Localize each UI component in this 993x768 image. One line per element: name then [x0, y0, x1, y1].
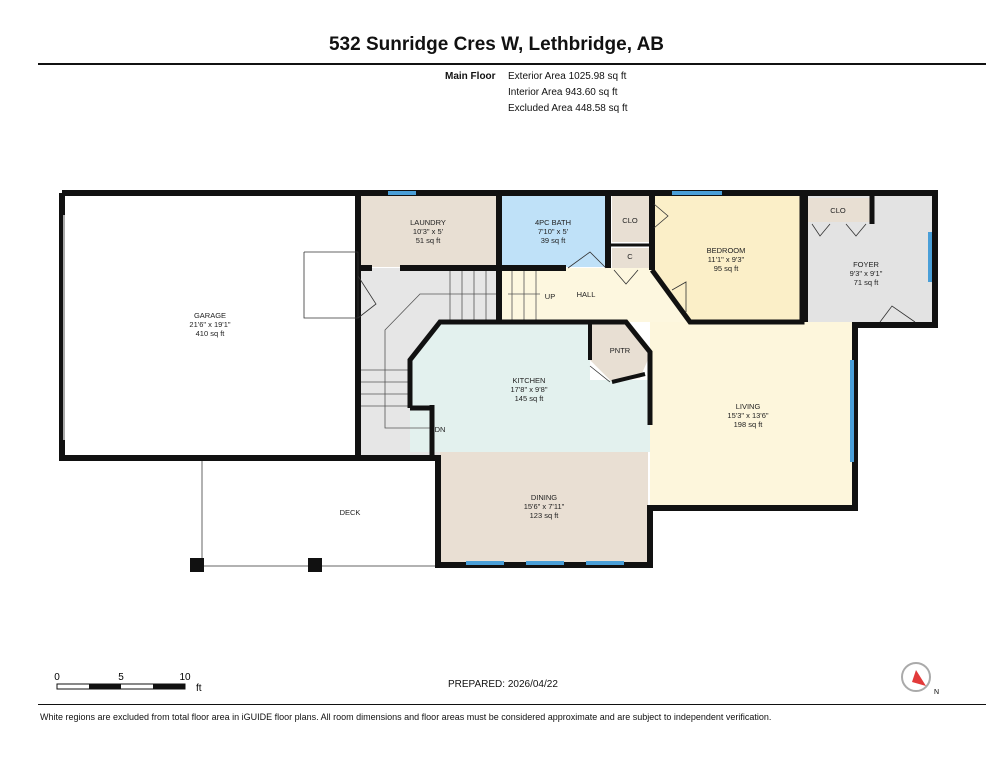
room-bath: 4PC BATH 7'10" x 5' 39 sq ft: [535, 218, 571, 245]
floor-name: Main Floor: [445, 71, 496, 82]
prepared-date: PREPARED: 2026/04/22: [448, 679, 558, 690]
garage-area-label: 410 sq ft: [196, 329, 226, 338]
exterior-area: Exterior Area 1025.98 sq ft: [508, 71, 627, 82]
foyer-name: FOYER: [853, 260, 879, 269]
bedroom-area-label: 95 sq ft: [714, 264, 740, 273]
room-laundry: LAUNDRY 10'3" x 5' 51 sq ft: [410, 218, 446, 245]
room-living: LIVING 15'3" x 13'6" 198 sq ft: [727, 402, 768, 429]
bedroom-dims: 11'1" x 9'3": [708, 255, 745, 264]
room-bedroom: BEDROOM 11'1" x 9'3" 95 sq ft: [707, 246, 746, 273]
foyer-closet-area: [808, 198, 874, 222]
hall-label: HALL: [577, 290, 596, 299]
disclaimer-text: White regions are excluded from total fl…: [40, 712, 772, 722]
walls: [59, 190, 938, 568]
hall-area: [500, 268, 690, 352]
laundry-dims: 10'3" x 5': [413, 227, 444, 236]
closet-area: [612, 196, 650, 242]
deck-label: DECK: [340, 508, 361, 517]
foyer-dims: 9'3" x 9'1": [850, 269, 883, 278]
foyer-area-label: 71 sq ft: [854, 278, 880, 287]
laundry-area: [360, 196, 498, 267]
c-closet-label: C: [627, 252, 633, 261]
bedroom-area: [654, 196, 802, 322]
scale-label-10: 10: [179, 672, 191, 683]
living-area-label: 198 sq ft: [734, 420, 764, 429]
closet-label: CLO: [622, 216, 638, 225]
dining-dims: 15'6" x 7'11": [524, 502, 565, 511]
stairs-down-label: DN: [435, 425, 446, 434]
dining-area: [440, 452, 648, 562]
compass-north-label: N: [934, 689, 939, 696]
stairs-up-label: UP: [545, 292, 555, 301]
bedroom-name: BEDROOM: [707, 246, 746, 255]
living-dims: 15'3" x 13'6": [727, 411, 768, 420]
stairs-lines: [360, 268, 540, 429]
scale-unit: ft: [196, 683, 202, 694]
bath-area-label: 39 sq ft: [541, 236, 567, 245]
compass-icon: N: [901, 662, 939, 696]
pantry-label: PNTR: [610, 346, 631, 355]
footer-divider: [38, 704, 986, 705]
windows: [63, 191, 932, 565]
bath-area: [502, 196, 606, 267]
laundry-area-label: 51 sq ft: [416, 236, 442, 245]
bath-dims: 7'10" x 5': [538, 227, 569, 236]
room-dining: DINING 15'6" x 7'11" 123 sq ft: [524, 493, 565, 520]
room-kitchen: KITCHEN 17'8" x 9'8" 145 sq ft: [511, 376, 548, 403]
laundry-name: LAUNDRY: [410, 218, 446, 227]
kitchen-dims: 17'8" x 9'8": [511, 385, 548, 394]
garage-dims: 21'6" x 19'1": [189, 320, 230, 329]
room-foyer: FOYER 9'3" x 9'1" 71 sq ft: [850, 260, 883, 287]
garage-area: [66, 196, 356, 456]
interior-area: Interior Area 943.60 sq ft: [508, 87, 618, 98]
scale-label-0: 0: [54, 672, 60, 683]
page-title: 532 Sunridge Cres W, Lethbridge, AB: [328, 34, 665, 55]
garage-name: GARAGE: [194, 311, 226, 320]
living-name: LIVING: [736, 402, 761, 411]
foyer-closet-label: CLO: [830, 206, 846, 215]
kitchen-name: KITCHEN: [513, 376, 546, 385]
door-swings: [303, 203, 916, 383]
title-divider: [38, 63, 986, 65]
room-garage: GARAGE 21'6" x 19'1" 410 sq ft: [189, 311, 230, 338]
dining-area-label: 123 sq ft: [530, 511, 560, 520]
living-area: [650, 322, 852, 505]
scale-label-5: 5: [118, 672, 124, 683]
excluded-area: Excluded Area 448.58 sq ft: [508, 103, 628, 114]
kitchen-area-label: 145 sq ft: [515, 394, 545, 403]
dining-name: DINING: [531, 493, 557, 502]
scale-bar: 0 5 10 ft: [54, 672, 202, 694]
bath-name: 4PC BATH: [535, 218, 571, 227]
c-closet-area: [612, 248, 650, 268]
deck: [190, 458, 440, 572]
